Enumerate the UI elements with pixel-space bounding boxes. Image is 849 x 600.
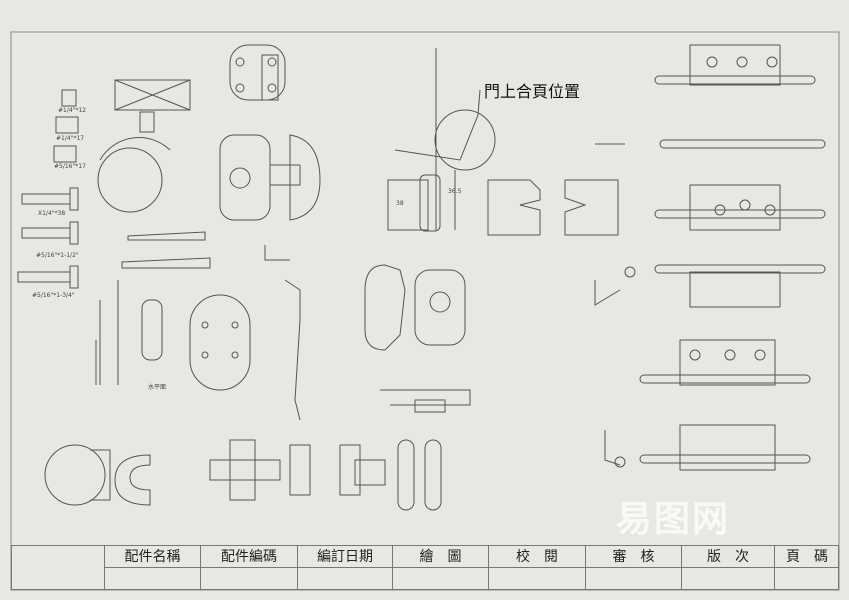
cell-approved-by: [585, 568, 681, 590]
header-approved-by: 審 核: [585, 546, 681, 568]
screw-label: #5/16"*1-1/2": [36, 252, 79, 259]
hinges-right: [594, 44, 826, 471]
inserts: [17, 89, 79, 289]
round-plate: [189, 294, 251, 391]
header-page-number: 頁 碼: [774, 546, 839, 568]
header-drawn-by: 繪 圖: [392, 546, 488, 568]
cell-part-code: [200, 568, 297, 590]
hinge-position-callout: 門上合頁位置: [484, 82, 581, 101]
header-part-name: 配件名稱: [104, 546, 200, 568]
cell-revision-date: [297, 568, 392, 590]
curved-bracket: [264, 245, 301, 421]
header-revision-date: 編訂日期: [297, 546, 392, 568]
cell-version: [681, 568, 774, 590]
title-block: 配件名稱 配件編碼 編訂日期 繪 圖 校 閱 審 核 版 次 頁 碼: [11, 545, 839, 590]
screw-label: #1/4"*17: [56, 135, 85, 142]
plane-label: 水平面: [148, 384, 167, 391]
cam-lock: [219, 44, 321, 221]
screw-label: Ⅹ1/4"*38: [38, 210, 66, 217]
cell-part-name: [104, 568, 200, 590]
screw-label: #5/16"*1-3/4": [32, 292, 75, 299]
header-checked-by: 校 閱: [488, 546, 585, 568]
rulers: [95, 280, 163, 385]
caster-wheel: [97, 79, 191, 213]
screw-label: #5/16"*17: [54, 163, 86, 170]
bottom-fittings: [44, 439, 442, 511]
cell-page-number: [774, 568, 839, 590]
header-version: 版 次: [681, 546, 774, 568]
hinge-center: [364, 48, 619, 413]
dimension-label: 38: [396, 200, 404, 207]
sheet-border: [10, 31, 840, 591]
lag-screws: [121, 231, 211, 269]
cell-checked-by: [488, 568, 585, 590]
screw-label: #1/4"*12: [58, 107, 87, 114]
cell-drawn-by: [392, 568, 488, 590]
dimension-label: 36.5: [448, 188, 462, 195]
watermark-logo: 易图网: [616, 499, 731, 540]
header-part-code: 配件編碼: [200, 546, 297, 568]
